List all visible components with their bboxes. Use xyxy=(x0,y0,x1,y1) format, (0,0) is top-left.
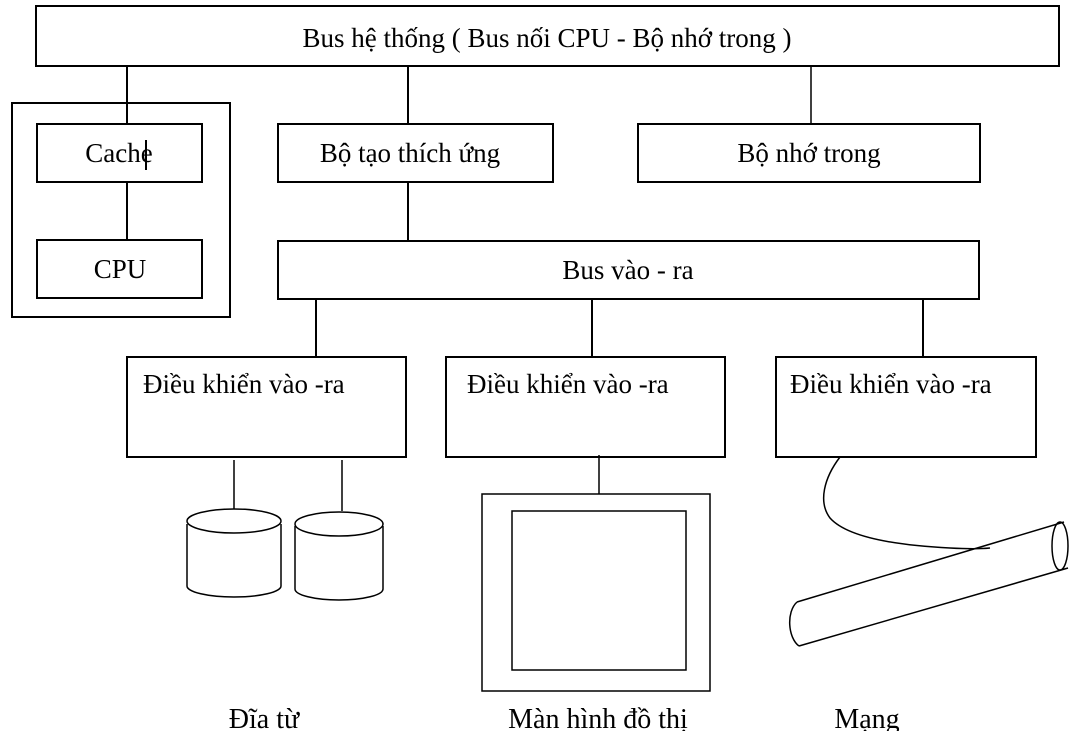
disk-drive-icon xyxy=(294,511,384,601)
io-controller-disk-box xyxy=(126,356,407,458)
network-connector-wire xyxy=(822,456,991,550)
adapter-box xyxy=(277,123,554,183)
system-bus-node: Bus hệ thống ( Bus nối CPU - Bộ nhớ tron… xyxy=(35,5,1060,67)
cable-upper-edge xyxy=(796,521,1065,603)
disk-2-body xyxy=(294,526,384,601)
display-caption: Màn hình đồ thị xyxy=(508,704,688,731)
cpu-node: CPU xyxy=(36,239,203,299)
io-controller-disk-node: Điều khiển vào -ra xyxy=(126,356,407,458)
io-controller-network-label: Điều khiển vào -ra xyxy=(790,369,992,399)
disk-drive-icon xyxy=(186,508,282,598)
cable-right-end xyxy=(1051,521,1069,571)
disk-2-top xyxy=(294,511,384,537)
cache-box xyxy=(36,123,203,183)
cable-lower-edge xyxy=(798,567,1069,647)
cache-node: Cache xyxy=(36,123,203,183)
io-bus-label: Bus vào - ra xyxy=(562,255,693,285)
adapter-label: Bộ tạo thích ứng xyxy=(320,138,500,168)
cable-left-end xyxy=(789,601,800,647)
network-caption: Mạng xyxy=(834,704,899,731)
io-controller-display-label: Điều khiển vào -ra xyxy=(467,369,669,399)
network-cable-icon xyxy=(789,456,1069,647)
monitor-icon xyxy=(481,493,711,692)
disk-caption: Đĩa từ xyxy=(229,704,300,731)
io-controller-network-box xyxy=(775,356,1037,458)
connectors xyxy=(126,66,924,511)
io-controller-display-box xyxy=(445,356,726,458)
disk-1-top xyxy=(186,508,282,534)
io-controller-display-node: Điều khiển vào -ra xyxy=(445,356,726,458)
io-bus-box xyxy=(277,240,980,300)
cache-label: Cache xyxy=(85,138,152,168)
main-memory-label: Bộ nhớ trong xyxy=(737,138,880,168)
disk-1-body xyxy=(186,524,282,598)
io-bus-node: Bus vào - ra xyxy=(277,240,980,300)
main-memory-box xyxy=(637,123,981,183)
cpu-box xyxy=(36,239,203,299)
adapter-node: Bộ tạo thích ứng xyxy=(277,123,554,183)
io-controller-network-node: Điều khiển vào -ra xyxy=(775,356,1037,458)
system-bus-label: Bus hệ thống ( Bus nối CPU - Bộ nhớ tron… xyxy=(302,23,791,53)
main-memory-node: Bộ nhớ trong xyxy=(637,123,981,183)
system-bus-box xyxy=(35,5,1060,67)
cpu-label: CPU xyxy=(94,254,147,284)
io-controller-disk-label: Điều khiển vào -ra xyxy=(143,369,345,399)
monitor-screen xyxy=(511,510,687,671)
